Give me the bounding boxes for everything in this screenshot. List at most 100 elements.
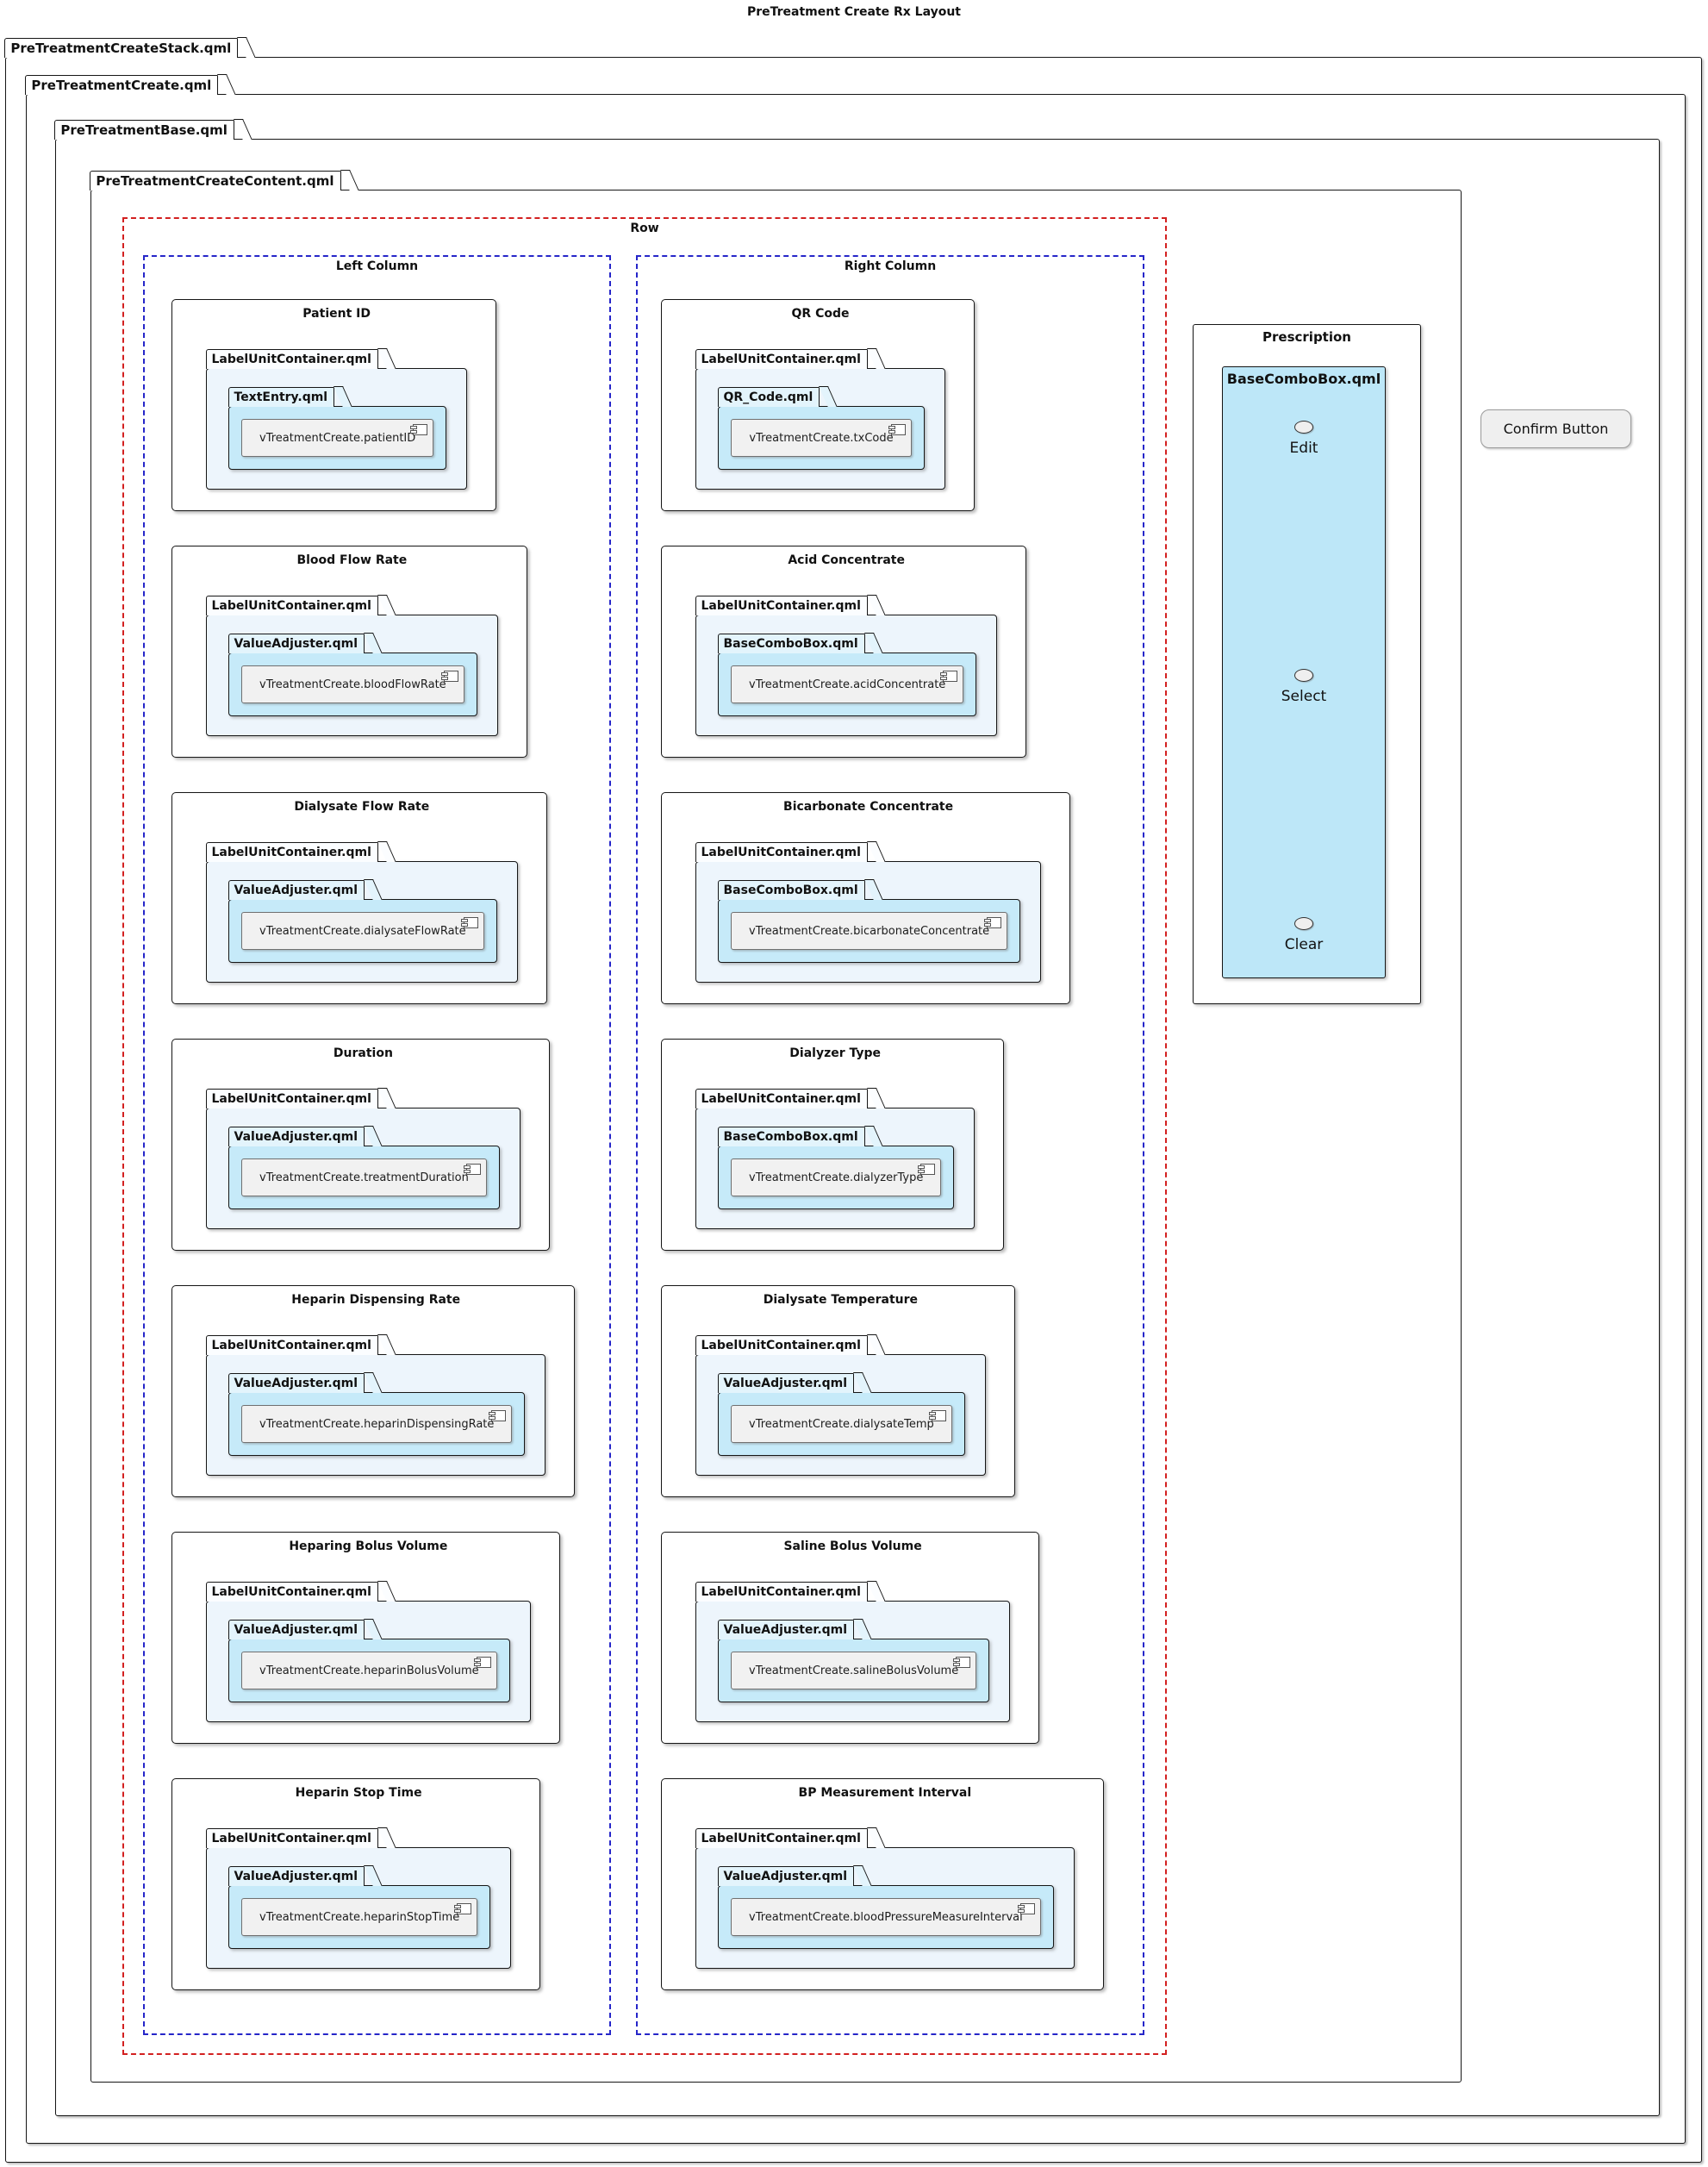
frame-tab-labelunitcontainer: LabelUnitContainer.qml	[205, 1582, 378, 1602]
widget-frame-valueadjuster: ValueAdjuster.qml vTreatmentCreate.treat…	[228, 1127, 500, 1209]
widget-frame-valueadjuster: ValueAdjuster.qml vTreatmentCreate.dialy…	[717, 1373, 965, 1456]
component-icon	[489, 1410, 507, 1421]
component-binding: vTreatmentCreate.txCode	[749, 432, 894, 445]
widget-frame-valueadjuster: ValueAdjuster.qml vTreatmentCreate.hepar…	[228, 1373, 526, 1456]
labelunitcontainer-frame: LabelUnitContainer.qml ValueAdjuster.qml…	[205, 596, 498, 736]
right-column-frame: Right Column QR Code LabelUnitContainer.…	[636, 255, 1144, 2035]
widget-frame-valueadjuster: ValueAdjuster.qml vTreatmentCreate.dialy…	[228, 880, 497, 963]
component-icon	[473, 1657, 491, 1668]
widget-frame-valueadjuster: ValueAdjuster.qml vTreatmentCreate.blood…	[228, 634, 477, 716]
frame-tab-labelunitcontainer: LabelUnitContainer.qml	[695, 596, 868, 615]
param-box-title: Blood Flow Rate	[296, 553, 408, 567]
uml-component: vTreatmentCreate.patientID	[241, 419, 434, 457]
param-box-title: QR Code	[791, 307, 850, 321]
frame-tab-labelunitcontainer: LabelUnitContainer.qml	[205, 596, 378, 615]
uml-component: vTreatmentCreate.bicarbonateConcentrate	[731, 912, 1008, 950]
component-binding: vTreatmentCreate.salineBolusVolume	[749, 1664, 959, 1677]
component-icon	[454, 1903, 472, 1914]
param-box-title: Heparin Stop Time	[295, 1786, 422, 1800]
frame-tab-pretreatmentbase: PreTreatmentBase.qml	[54, 120, 234, 140]
param-box-dialyzer-type: Dialyzer Type LabelUnitContainer.qml Bas…	[661, 1039, 1005, 1251]
component-binding: vTreatmentCreate.acidConcentrate	[749, 678, 946, 691]
component-icon	[940, 671, 958, 682]
basecombobox-node: BaseComboBox.qml Edit Select	[1222, 366, 1386, 978]
param-box-title: Bicarbonate Concentrate	[783, 800, 954, 814]
component-binding: vTreatmentCreate.bloodPressureMeasureInt…	[749, 1911, 1023, 1924]
frame-pretreatmentcreatecontent: PreTreatmentCreateContent.qml Row Left C…	[90, 171, 1462, 2083]
uml-component: vTreatmentCreate.salineBolusVolume	[731, 1652, 977, 1689]
component-binding: vTreatmentCreate.dialyzerType	[749, 1171, 924, 1184]
uml-component: vTreatmentCreate.dialysateTemp	[731, 1405, 952, 1443]
left-column-label: Left Column	[335, 259, 419, 273]
frame-tab-labelunitcontainer: LabelUnitContainer.qml	[205, 842, 378, 862]
param-box-title: Heparing Bolus Volume	[289, 1539, 448, 1553]
uml-component: vTreatmentCreate.dialyzerType	[731, 1158, 942, 1196]
labelunitcontainer-frame: LabelUnitContainer.qml ValueAdjuster.qml…	[205, 1582, 531, 1722]
frame-tab-labelunitcontainer: LabelUnitContainer.qml	[205, 349, 378, 369]
frame-tab-labelunitcontainer: LabelUnitContainer.qml	[205, 1335, 378, 1355]
frame-tab-widget: TextEntry.qml	[228, 387, 335, 407]
param-box-title: BP Measurement Interval	[798, 1786, 972, 1800]
interface-label: Edit	[1289, 440, 1318, 457]
frame-tab-pretreatmentcreatecontent: PreTreatmentCreateContent.qml	[90, 171, 341, 190]
frame-tab-widget: ValueAdjuster.qml	[717, 1620, 855, 1639]
frame-tab-labelunitcontainer: LabelUnitContainer.qml	[695, 349, 868, 369]
param-box-blood-flow-rate: Blood Flow Rate LabelUnitContainer.qml V…	[171, 546, 527, 758]
row-label: Row	[630, 222, 659, 235]
prescription-title: Prescription	[1262, 329, 1351, 345]
param-box-bicarbonate-concentrate: Bicarbonate Concentrate LabelUnitContain…	[661, 792, 1071, 1004]
frame-tab-widget: ValueAdjuster.qml	[228, 880, 365, 900]
uml-component: vTreatmentCreate.bloodPressureMeasureInt…	[731, 1898, 1041, 1936]
component-icon	[410, 424, 428, 435]
param-box-title: Duration	[333, 1046, 393, 1060]
labelunitcontainer-frame: LabelUnitContainer.qml TextEntry.qml vTr…	[205, 349, 468, 490]
frame-tab-pretreatmentcreatestack: PreTreatmentCreateStack.qml	[4, 38, 239, 58]
widget-frame-valueadjuster: ValueAdjuster.qml vTreatmentCreate.salin…	[717, 1620, 990, 1702]
interface-label: Clear	[1284, 936, 1324, 953]
param-box-title: Dialysate Flow Rate	[294, 800, 430, 814]
param-box-title: Acid Concentrate	[788, 553, 905, 567]
interface-circle-icon	[1294, 669, 1313, 682]
param-box-title: Saline Bolus Volume	[783, 1539, 922, 1553]
param-box-patient-id: Patient ID LabelUnitContainer.qml TextEn…	[171, 299, 497, 511]
frame-tab-widget: BaseComboBox.qml	[717, 880, 865, 900]
frame-tab-labelunitcontainer: LabelUnitContainer.qml	[205, 1828, 378, 1848]
frame-tab-widget: ValueAdjuster.qml	[228, 1127, 365, 1146]
frame-tab-labelunitcontainer: LabelUnitContainer.qml	[695, 1335, 868, 1355]
interface-clear: Clear	[1223, 917, 1385, 953]
basecombobox-title: BaseComboBox.qml	[1226, 371, 1381, 387]
widget-frame-basecombobox: BaseComboBox.qml vTreatmentCreate.dialyz…	[717, 1127, 955, 1209]
component-binding: vTreatmentCreate.dialysateFlowRate	[259, 925, 466, 938]
param-box-duration: Duration LabelUnitContainer.qml ValueAdj…	[171, 1039, 550, 1251]
frame-tab-labelunitcontainer: LabelUnitContainer.qml	[695, 842, 868, 862]
labelunitcontainer-frame: LabelUnitContainer.qml ValueAdjuster.qml…	[695, 1335, 986, 1476]
frame-tab-widget: ValueAdjuster.qml	[228, 1866, 365, 1886]
component-icon	[918, 1164, 936, 1175]
frame-pretreatmentcreatestack: PreTreatmentCreateStack.qml PreTreatment…	[4, 38, 1702, 2163]
frame-tab-widget: ValueAdjuster.qml	[228, 634, 365, 653]
component-icon	[1017, 1903, 1035, 1914]
param-box-heparin-bolus-volume: Heparing Bolus Volume LabelUnitContainer…	[171, 1532, 560, 1744]
param-box-bp-measurement-interval: BP Measurement Interval LabelUnitContain…	[661, 1778, 1104, 1990]
component-icon	[888, 424, 906, 435]
labelunitcontainer-frame: LabelUnitContainer.qml BaseComboBox.qml …	[695, 1089, 976, 1229]
component-binding: vTreatmentCreate.heparinBolusVolume	[259, 1664, 479, 1677]
frame-pretreatmentbase: PreTreatmentBase.qml PreTreatmentCreateC…	[54, 120, 1660, 2116]
component-icon	[928, 1410, 946, 1421]
param-box-qr-code: QR Code LabelUnitContainer.qml QR_Code.q…	[661, 299, 975, 511]
interface-circle-icon	[1294, 917, 1313, 930]
uml-component: vTreatmentCreate.treatmentDuration	[241, 1158, 487, 1196]
component-icon	[440, 671, 458, 682]
labelunitcontainer-frame: LabelUnitContainer.qml ValueAdjuster.qml…	[695, 1582, 1011, 1722]
uml-component: vTreatmentCreate.acidConcentrate	[731, 665, 964, 703]
labelunitcontainer-frame: LabelUnitContainer.qml QR_Code.qml vTrea…	[695, 349, 945, 490]
frame-tab-widget: QR_Code.qml	[717, 387, 820, 407]
frame-tab-widget: ValueAdjuster.qml	[717, 1866, 855, 1886]
param-box-dialysate-temperature: Dialysate Temperature LabelUnitContainer…	[661, 1285, 1015, 1497]
component-icon	[463, 1164, 481, 1175]
uml-component: vTreatmentCreate.dialysateFlowRate	[241, 912, 484, 950]
frame-tab-widget: BaseComboBox.qml	[717, 634, 865, 653]
component-binding: vTreatmentCreate.patientID	[259, 432, 416, 445]
labelunitcontainer-frame: LabelUnitContainer.qml ValueAdjuster.qml…	[205, 1335, 546, 1476]
